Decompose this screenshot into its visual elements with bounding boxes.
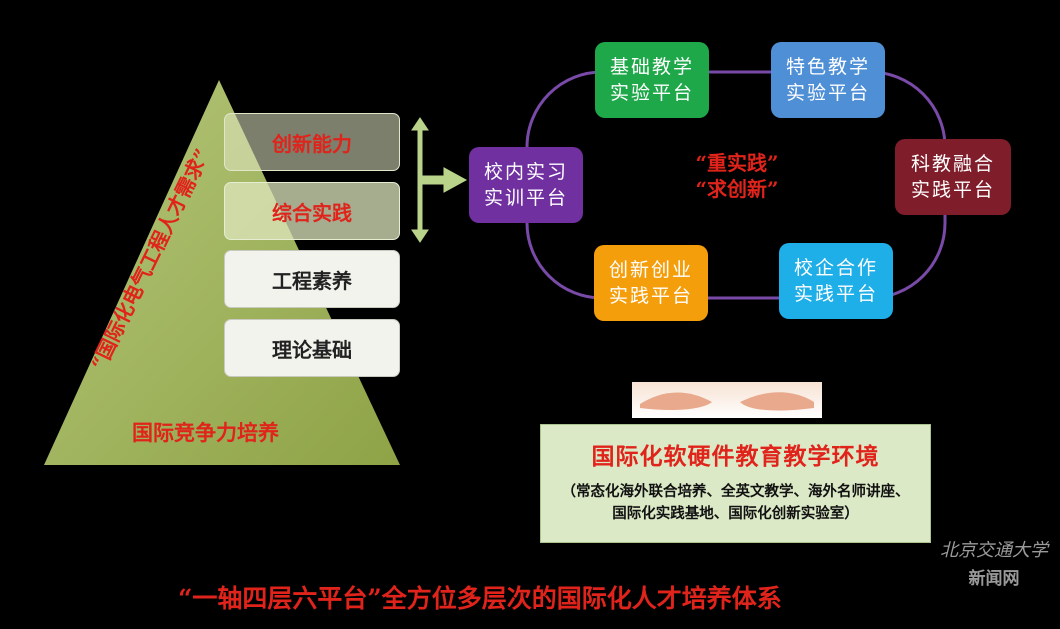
layer-engineering: 工程素养: [224, 250, 400, 308]
platform-campus-training: 校内实习 实训平台: [469, 147, 583, 223]
environment-title: 国际化软硬件教育教学环境: [591, 443, 880, 470]
bracket-arrow: [411, 117, 468, 243]
layer-theory: 理论基础: [224, 319, 400, 377]
watermark-line2: 新闻网: [968, 569, 1020, 589]
footer-caption: “一轴四层六平台”全方位多层次的国际化人才培养体系: [178, 584, 782, 613]
watermark: 北京交通大学 新闻网: [936, 536, 1052, 589]
pyramid-base-label: 国际竞争力培养: [132, 420, 279, 445]
watermark-line1: 北京交通大学: [940, 540, 1048, 561]
platform-feature-teaching: 特色教学 实验平台: [771, 42, 885, 118]
platform-enterprise: 校企合作 实践平台: [779, 243, 893, 319]
layer-practice: 综合实践: [224, 182, 400, 240]
platform-research-fusion: 科教融合 实践平台: [895, 139, 1011, 215]
center-slogan: “重实践” “求创新”: [695, 151, 779, 201]
layer-innovation: 创新能力: [224, 113, 400, 171]
platform-entrepreneurship: 创新创业 实践平台: [594, 245, 708, 321]
environment-box: 国际化软硬件教育教学环境 （常态化海外联合培养、全英文教学、海外名师讲座、国际化…: [540, 424, 931, 543]
environment-detail: （常态化海外联合培养、全英文教学、海外名师讲座、国际化实践基地、国际化创新实验室…: [561, 483, 910, 522]
platform-basic-teaching: 基础教学 实验平台: [595, 42, 709, 118]
hands-image: [632, 382, 822, 418]
